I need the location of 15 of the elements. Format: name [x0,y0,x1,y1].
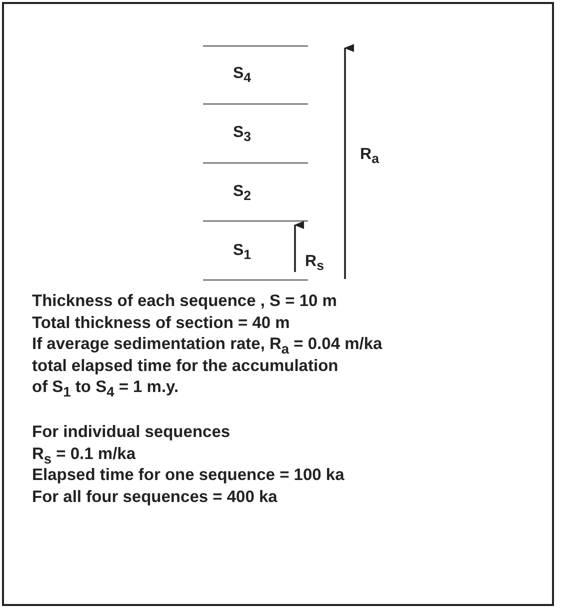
sequence-label: S$_{1}$ [233,241,252,264]
note-text: For all four sequences = 400 ka [32,486,278,506]
note-text: Elapsed time for one sequence = 100 ka [32,465,344,485]
sequence-label: S$_{4}$ [233,64,252,88]
note-text: of S$_{1}$ to S$_{4}$ = 1 m.y. [32,377,179,402]
note-text: R$_{s}$ = 0.1 m/ka [32,444,136,468]
sequence-label: S$_{3}$ [233,123,252,146]
note-text: For individual sequences [32,422,230,442]
sequence-label: S$_{2}$ [233,182,252,206]
note-text: If average sedimentation rate, R$_{a}$ = 0.04 m/ka [32,334,382,358]
rate-label: R$_{s}$ [305,252,324,276]
note-text: Thickness of each sequence , S = 10 m [32,291,337,311]
note-text: total elapsed time for the accumulation [32,356,338,376]
rate-label: R$_{a}$ [360,145,379,168]
note-text: Total thickness of section = 40 m [32,312,290,332]
